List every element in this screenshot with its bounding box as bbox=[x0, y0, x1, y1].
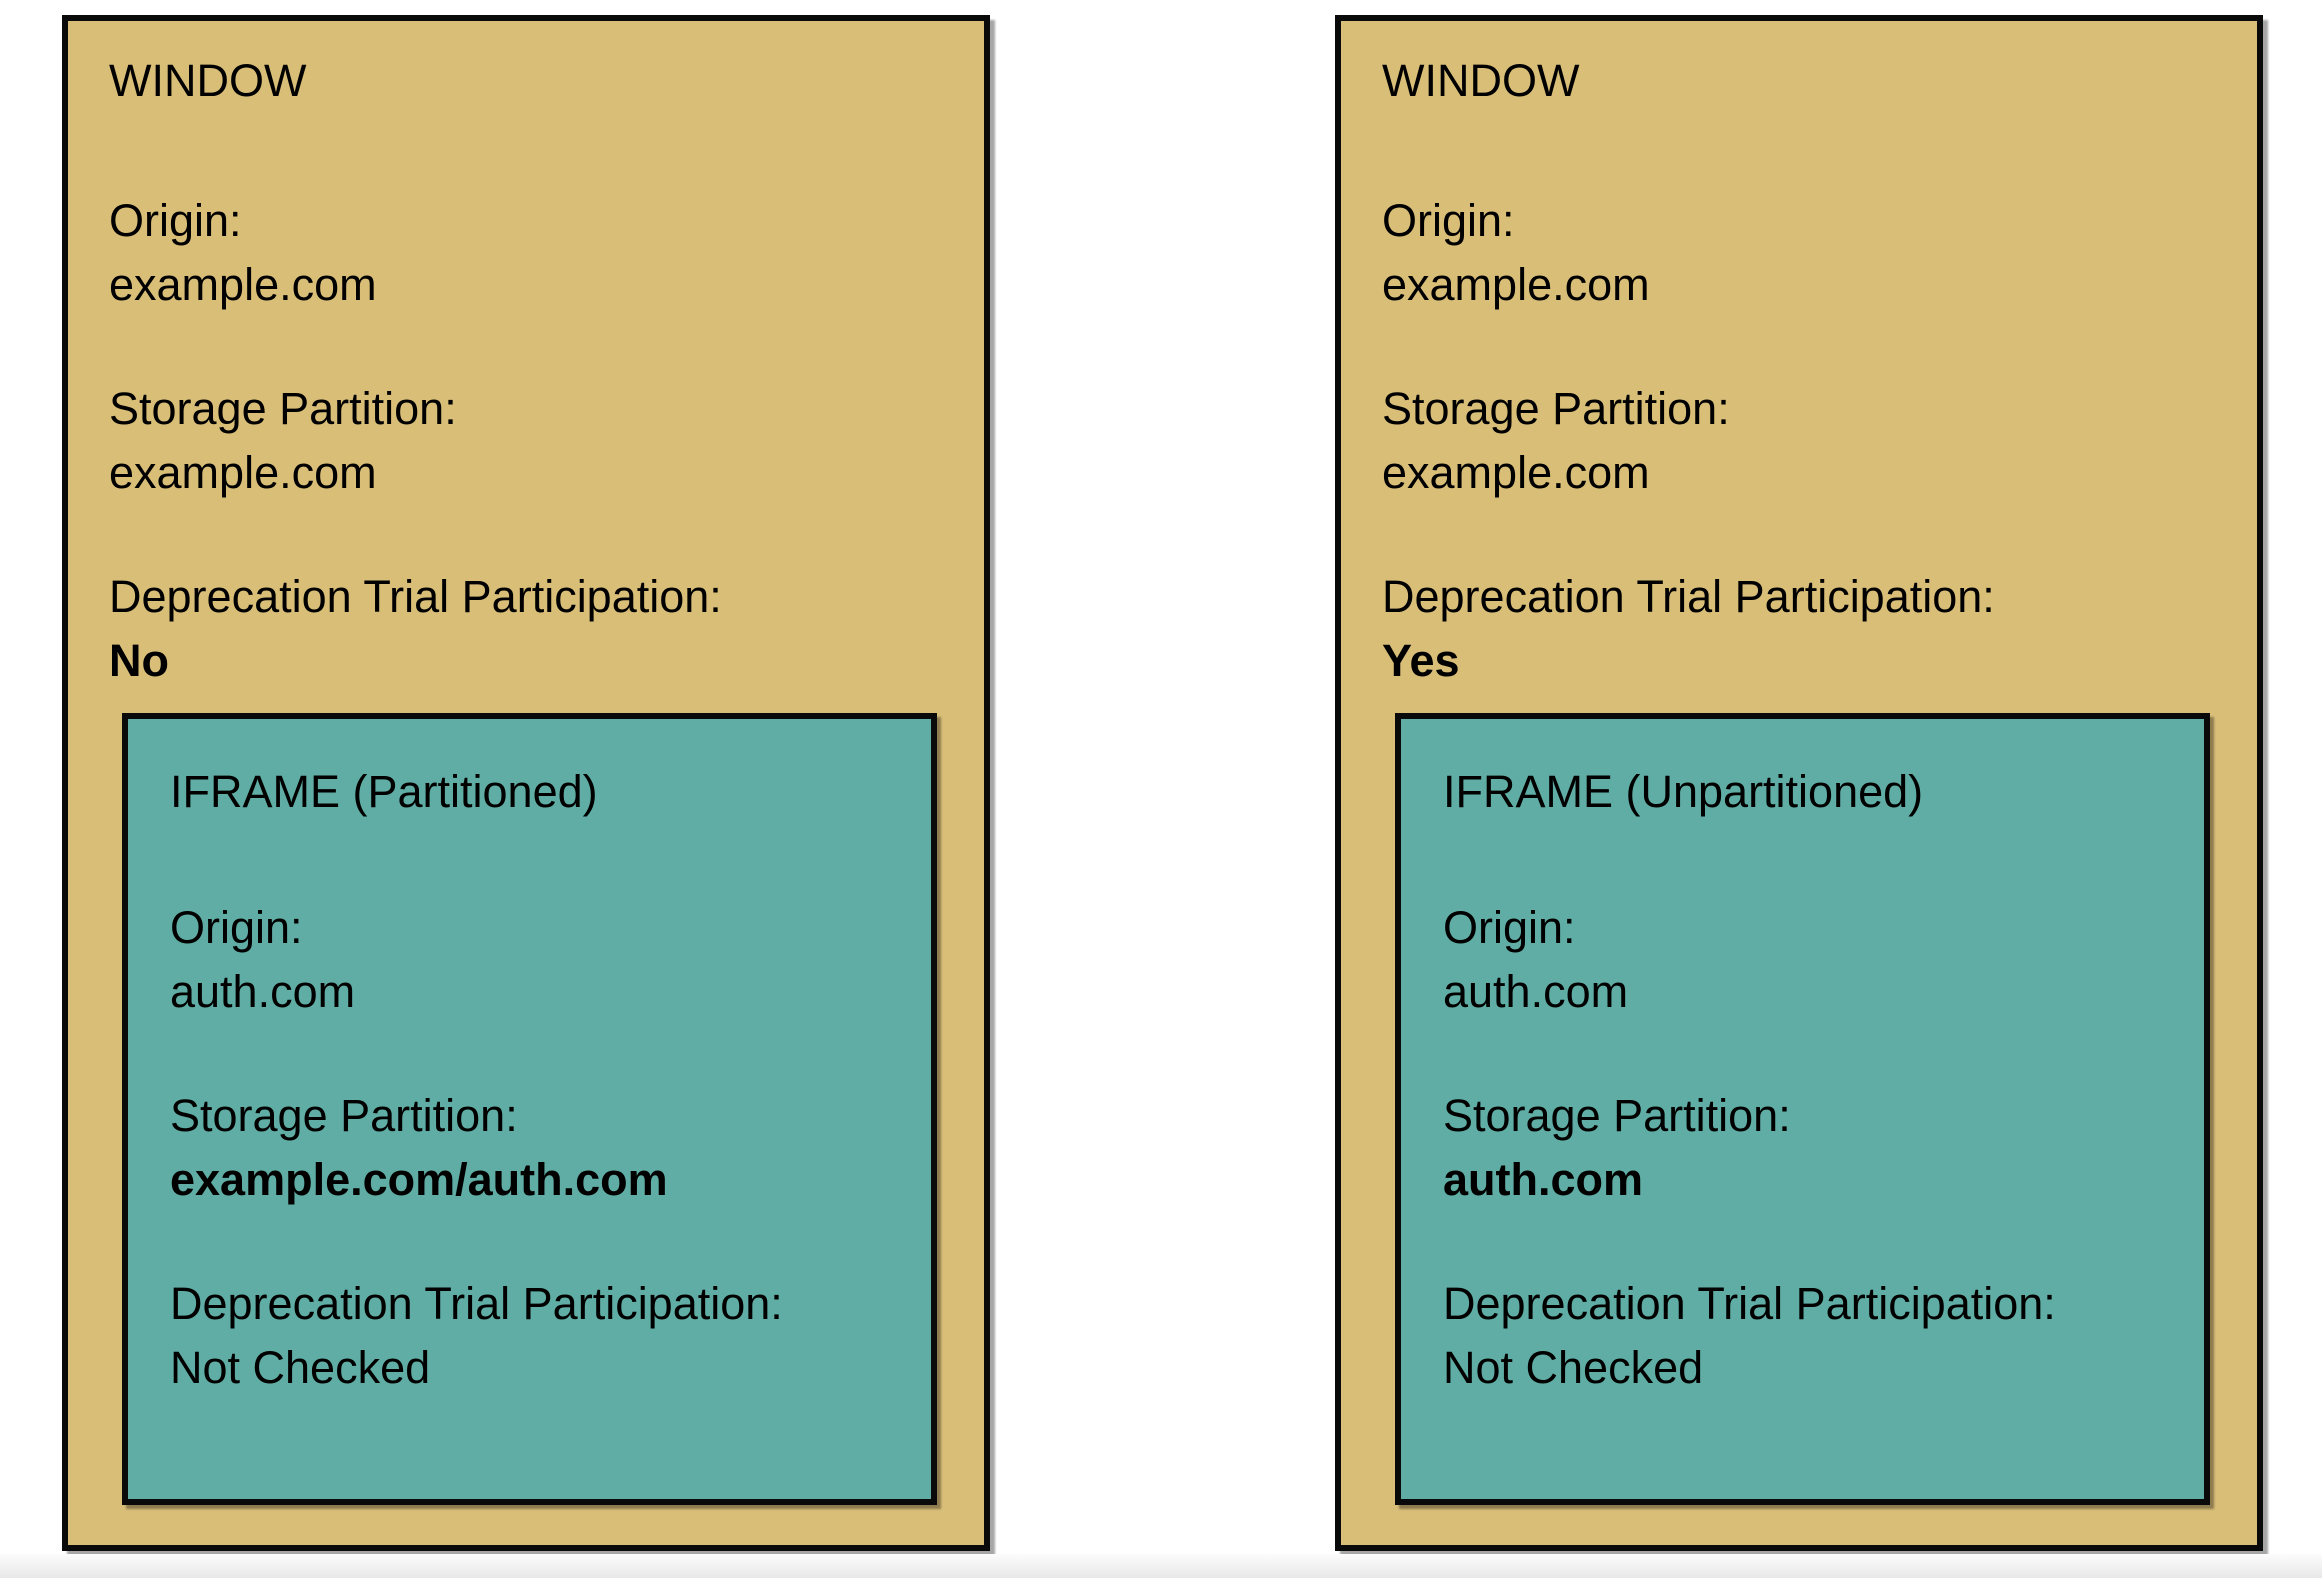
iframe-content: IFRAME (Unpartitioned) Origin: auth.com … bbox=[1401, 719, 2204, 1400]
iframe-title: IFRAME (Partitioned) bbox=[170, 766, 598, 817]
page-bottom-shade bbox=[0, 1554, 2322, 1578]
field-value: No bbox=[109, 635, 169, 686]
field-storage-partition: Storage Partition: auth.com bbox=[1443, 1084, 2184, 1212]
field-label: Deprecation Trial Participation: bbox=[1382, 571, 1995, 622]
field-label: Storage Partition: bbox=[170, 1090, 518, 1141]
field-label: Storage Partition: bbox=[109, 383, 457, 434]
field-value: example.com bbox=[109, 259, 377, 310]
field-value: Not Checked bbox=[170, 1342, 431, 1393]
iframe-box-unpartitioned: IFRAME (Unpartitioned) Origin: auth.com … bbox=[1395, 713, 2210, 1505]
window-box-right: WINDOW Origin: example.com Storage Parti… bbox=[1335, 15, 2263, 1551]
field-label: Origin: bbox=[1382, 195, 1515, 246]
window-box-left: WINDOW Origin: example.com Storage Parti… bbox=[62, 15, 990, 1551]
field-storage-partition: Storage Partition: example.com bbox=[1382, 377, 2233, 505]
field-origin: Origin: example.com bbox=[109, 189, 960, 317]
field-origin: Origin: example.com bbox=[1382, 189, 2233, 317]
window-content: WINDOW Origin: example.com Storage Parti… bbox=[1341, 21, 2257, 693]
field-value: example.com/auth.com bbox=[170, 1154, 668, 1205]
field-label: Origin: bbox=[109, 195, 242, 246]
field-label: Deprecation Trial Participation: bbox=[170, 1278, 783, 1329]
field-value: example.com bbox=[109, 447, 377, 498]
field-value: auth.com bbox=[1443, 1154, 1644, 1205]
iframe-title: IFRAME (Unpartitioned) bbox=[1443, 766, 1924, 817]
field-value: auth.com bbox=[170, 966, 356, 1017]
field-origin: Origin: auth.com bbox=[170, 896, 911, 1024]
window-content: WINDOW Origin: example.com Storage Parti… bbox=[68, 21, 984, 693]
iframe-content: IFRAME (Partitioned) Origin: auth.com St… bbox=[128, 719, 931, 1400]
field-deprecation-trial: Deprecation Trial Participation: Not Che… bbox=[1443, 1272, 2184, 1400]
field-value: Yes bbox=[1382, 635, 1460, 686]
field-value: Not Checked bbox=[1443, 1342, 1704, 1393]
field-value: example.com bbox=[1382, 447, 1650, 498]
field-origin: Origin: auth.com bbox=[1443, 896, 2184, 1024]
window-title: WINDOW bbox=[109, 55, 307, 106]
field-label: Origin: bbox=[1443, 902, 1576, 953]
field-label: Deprecation Trial Participation: bbox=[109, 571, 722, 622]
window-title: WINDOW bbox=[1382, 55, 1580, 106]
field-label: Storage Partition: bbox=[1443, 1090, 1791, 1141]
field-label: Deprecation Trial Participation: bbox=[1443, 1278, 2056, 1329]
iframe-box-partitioned: IFRAME (Partitioned) Origin: auth.com St… bbox=[122, 713, 937, 1505]
field-label: Storage Partition: bbox=[1382, 383, 1730, 434]
field-label: Origin: bbox=[170, 902, 303, 953]
field-storage-partition: Storage Partition: example.com/auth.com bbox=[170, 1084, 911, 1212]
field-value: example.com bbox=[1382, 259, 1650, 310]
field-deprecation-trial: Deprecation Trial Participation: Yes bbox=[1382, 565, 2233, 693]
field-storage-partition: Storage Partition: example.com bbox=[109, 377, 960, 505]
field-deprecation-trial: Deprecation Trial Participation: No bbox=[109, 565, 960, 693]
field-deprecation-trial: Deprecation Trial Participation: Not Che… bbox=[170, 1272, 911, 1400]
field-value: auth.com bbox=[1443, 966, 1629, 1017]
